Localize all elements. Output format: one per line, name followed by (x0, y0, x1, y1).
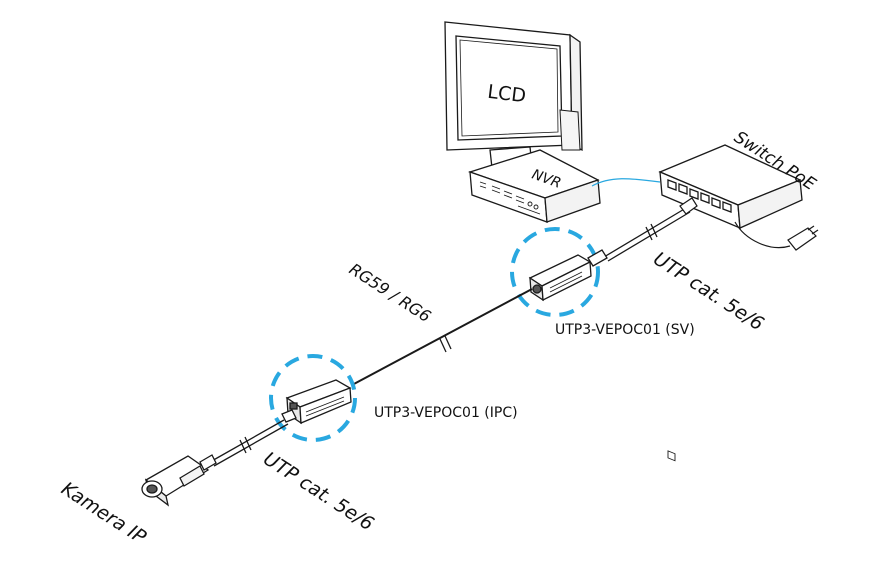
nvr-switch-link (591, 178, 661, 187)
rj45-connector-switch (679, 197, 698, 215)
utp-cable-bottom (209, 419, 289, 467)
switch-power-cable (734, 221, 791, 249)
sv-device (528, 249, 608, 302)
sv-device-label: UTP3-VEPOC01 (SV) (555, 322, 695, 338)
sv-highlight-circle (510, 227, 600, 317)
power-plug (787, 225, 819, 251)
utp-cable-top (603, 207, 691, 262)
ipc-device-label: UTP3-VEPOC01 (IPC) (374, 405, 518, 421)
nvr-recorder (467, 149, 601, 223)
ipc-device (281, 379, 352, 425)
lcd-label: LCD (486, 81, 527, 108)
poe-switch (658, 144, 803, 462)
coax-cable (351, 288, 533, 386)
ip-camera (141, 454, 217, 507)
utp-bottom-label: UTP cat. 5e/6 (259, 448, 377, 536)
coax-label: RG59 / RG6 (346, 259, 434, 326)
ipc-highlight-circle (269, 354, 357, 442)
camera-label: Kamera IP (57, 478, 150, 549)
